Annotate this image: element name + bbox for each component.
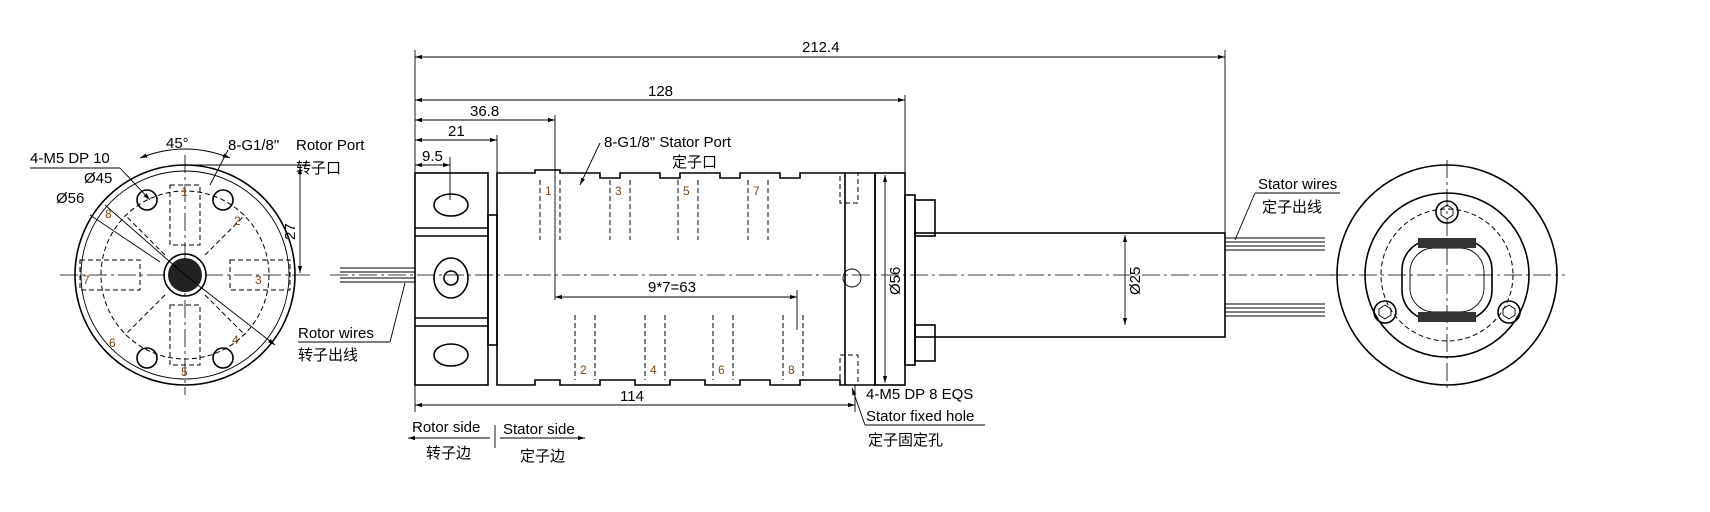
port-pitch-dim: 9*7=63 [648, 279, 696, 296]
stator-length-dim: 114 [620, 388, 644, 405]
stator-port-cn: 定子口 [672, 153, 717, 171]
fixed-hole-spec: 4-M5 DP 8 EQS [866, 386, 973, 403]
shaft-diameter-dim: Ø25 [1127, 267, 1144, 295]
body-length-dim: 128 [648, 83, 673, 100]
side-view: 1 3 5 7 2 4 6 8 [330, 39, 1340, 449]
stator-side-cn: 定子边 [520, 447, 565, 465]
pcd-circle [100, 190, 270, 360]
port-number: 7 [753, 184, 760, 198]
wire-bundle [163, 253, 207, 297]
mount-holes-label: 4-M5 DP 10 [30, 150, 110, 167]
rotor-wires-cn: 转子出线 [298, 346, 358, 364]
port-number: 7 [83, 273, 90, 287]
port-number: 2 [234, 214, 241, 228]
port-number: 1 [181, 185, 188, 199]
offset-label: 27 [282, 223, 299, 240]
angle-label: 45° [166, 135, 189, 152]
stator-body: 1 3 5 7 2 4 6 8 [496, 169, 906, 386]
port-number: 5 [181, 365, 188, 379]
rotor-side-cn: 转子边 [426, 444, 471, 462]
rotor-port-cn: 转子口 [296, 159, 341, 177]
stator-wires [1225, 237, 1325, 317]
rotor-wires [340, 267, 415, 283]
port-number: 8 [788, 363, 795, 377]
shaft [904, 194, 1226, 366]
rotor-port-label: Rotor Port [296, 137, 365, 154]
port-number: 4 [650, 363, 657, 377]
stator-port-label: 8-G1/8" Stator Port [604, 134, 732, 151]
outer-diameter-label: Ø56 [56, 190, 84, 207]
fixed-hole-cn: 定子固定孔 [868, 431, 943, 449]
rear-view [1330, 160, 1565, 390]
port-number: 5 [683, 184, 690, 198]
fixing-screws [1373, 200, 1521, 324]
side-legend: Rotor side 转子边 Stator side 定子边 [408, 419, 585, 465]
body-diameter-dim: Ø56 [887, 267, 904, 295]
overall-length-dim: 212.4 [802, 39, 840, 56]
port-number: 6 [109, 336, 116, 350]
fixed-hole-label: Stator fixed hole [866, 408, 974, 425]
port-number: 6 [718, 363, 725, 377]
rotor-wires-label: Rotor wires [298, 325, 374, 342]
stator-side-label: Stator side [503, 421, 575, 438]
pcd-label: Ø45 [84, 170, 112, 187]
outer-circle [74, 164, 296, 386]
first-port-dim: 36.8 [470, 103, 499, 120]
port-number: 1 [545, 184, 552, 198]
port-number: 3 [255, 273, 262, 287]
port-number: 3 [615, 184, 622, 198]
port-number: 4 [232, 333, 239, 347]
rotor-body [414, 172, 498, 386]
front-view: 45° 4-M5 DP 10 Ø45 Ø56 8-G1/8" Rotor Por… [30, 135, 406, 395]
rotor-side-label: Rotor side [412, 419, 480, 436]
port-number: 8 [105, 207, 112, 221]
port-number: 2 [580, 363, 587, 377]
mount-holes [136, 189, 234, 369]
stator-wires-label: Stator wires [1258, 176, 1337, 193]
rotor-port-spec: 8-G1/8" [228, 137, 279, 154]
rotor-port-offset-dim: 9.5 [422, 148, 443, 165]
rotor-length-dim: 21 [448, 123, 465, 140]
stator-wires-cn: 定子出线 [1262, 198, 1322, 216]
